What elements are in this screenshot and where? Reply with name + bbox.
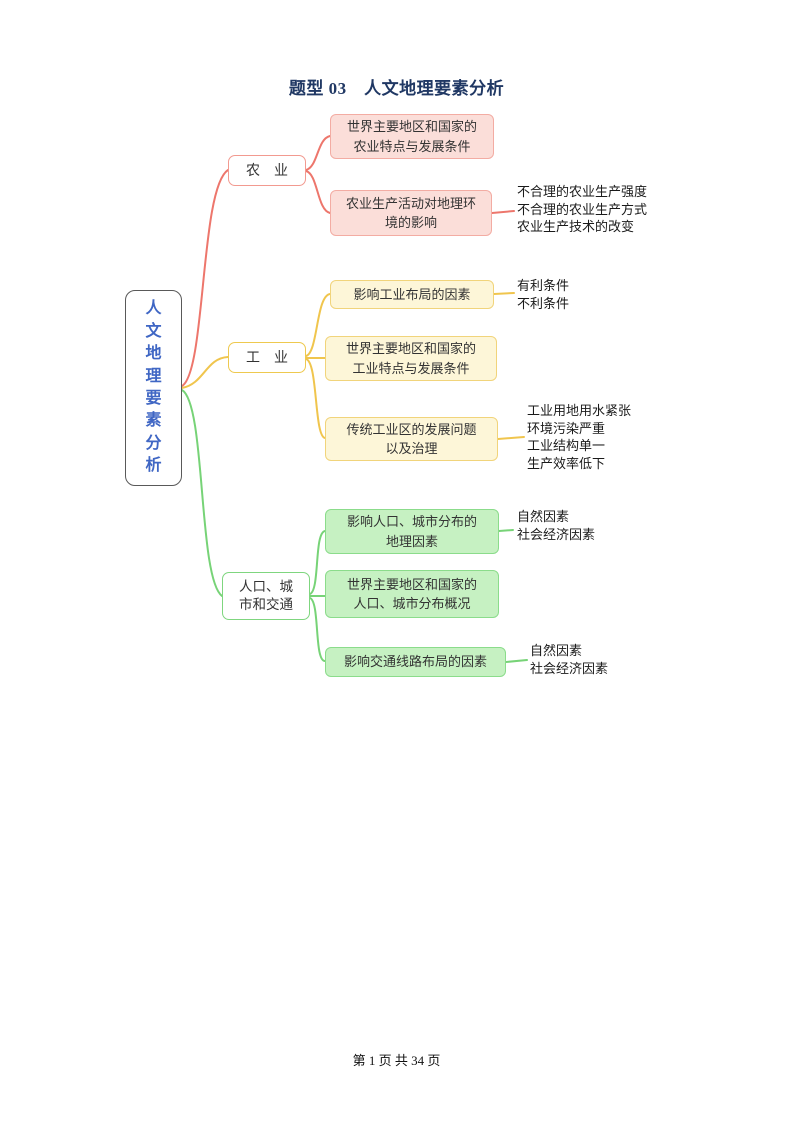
connector-population-topic3	[309, 597, 326, 662]
notes-agriculture-impact: 不合理的农业生产强度 不合理的农业生产方式 农业生产技术的改变	[517, 183, 647, 236]
note-line: 不合理的农业生产方式	[517, 201, 648, 217]
connector-population-topic3-notes	[505, 659, 528, 663]
note-line: 社会经济因素	[530, 660, 609, 676]
page-footer: 第 1 页 共 34 页	[352, 1053, 441, 1068]
connector-industry-topic1	[305, 293, 331, 357]
root-label: 人文地理要素分析	[145, 300, 162, 475]
notes-industry-layout-conditions: 有利条件 不利条件	[517, 277, 569, 312]
connector-agriculture-topic2	[305, 170, 331, 214]
page-title: 题型 03 人文地理要素分析	[288, 79, 505, 98]
topic-box-transport-layout-factors: 影响交通线路布局的因素	[325, 647, 506, 677]
note-line: 农业生产技术的改变	[517, 219, 635, 234]
branch-node-agriculture: 农 业	[228, 155, 306, 186]
topic-box-population-distribution-factors: 影响人口、城市分布的 地理因素	[325, 509, 499, 554]
branch-node-industry: 工 业	[228, 342, 306, 373]
note-line: 自然因素	[517, 509, 570, 524]
mindmap-root-node: 人文地理要素分析	[125, 290, 182, 486]
note-line: 工业结构单一	[527, 438, 606, 453]
connector-agriculture-topic1	[305, 135, 331, 171]
note-line: 自然因素	[530, 643, 583, 658]
notes-industry-traditional-problems: 工业用地用水紧张 环境污染严重 工业结构单一 生产效率低下	[527, 402, 631, 472]
topic-box-industry-world-features: 世界主要地区和国家的 工业特点与发展条件	[325, 336, 497, 381]
connector-root-industry	[181, 356, 229, 389]
connector-population-topic1-notes	[498, 529, 514, 532]
topic-box-agriculture-environment-impact: 农业生产活动对地理环 境的影响	[330, 190, 492, 236]
connector-population-topic1	[309, 530, 326, 595]
connector-agriculture-topic2-notes	[491, 210, 515, 214]
note-line: 环境污染严重	[527, 420, 606, 436]
note-line: 不合理的农业生产强度	[517, 184, 648, 199]
connector-root-agriculture	[181, 169, 229, 387]
topic-box-population-world-overview: 世界主要地区和国家的 人口、城市分布概况	[325, 570, 499, 618]
notes-population-distribution-factors: 自然因素 社会经济因素	[517, 508, 595, 543]
note-line: 有利条件	[517, 278, 570, 293]
notes-transport-layout-factors: 自然因素 社会经济因素	[530, 642, 608, 677]
topic-box-agriculture-world-features: 世界主要地区和国家的 农业特点与发展条件	[330, 114, 494, 159]
note-line: 社会经济因素	[517, 526, 596, 542]
branch-node-population-city-transport: 人口、城 市和交通	[222, 572, 310, 620]
topic-box-industry-traditional-problems: 传统工业区的发展问题 以及治理	[325, 417, 498, 461]
connector-industry-topic3-notes	[497, 436, 525, 440]
connector-industry-topic1-notes	[493, 292, 515, 295]
connector-root-population	[181, 389, 223, 597]
note-line: 不利条件	[517, 295, 570, 311]
topic-box-industry-layout-factors: 影响工业布局的因素	[330, 280, 494, 309]
note-line: 生产效率低下	[527, 455, 606, 471]
note-line: 工业用地用水紧张	[527, 403, 632, 418]
connector-industry-topic3	[305, 358, 326, 439]
